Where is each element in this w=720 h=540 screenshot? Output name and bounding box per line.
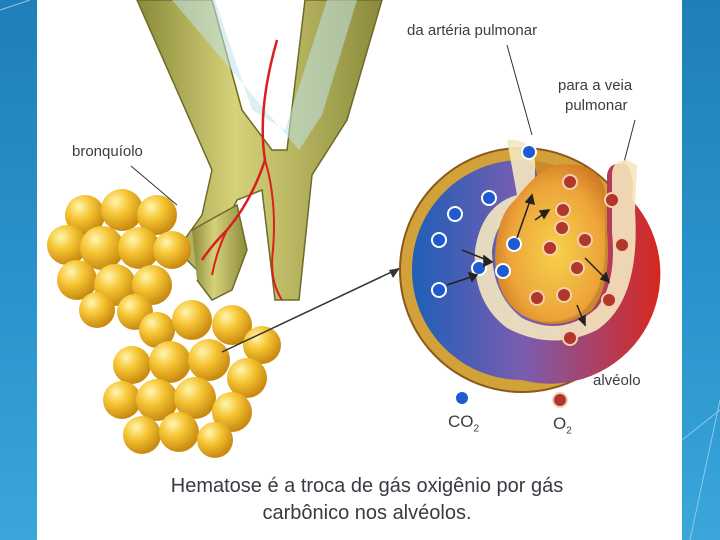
slide-panel: bronquíolo da artéria pulmonar para a ve… — [37, 0, 682, 540]
magnify-pointer-line — [222, 268, 400, 352]
caption-line1: Hematose é a troca de gás oxigênio por g… — [117, 473, 617, 499]
legend-co2-dot — [455, 391, 469, 405]
legend-o2-label: O2 — [553, 414, 572, 436]
label-from-pulmonary-artery: da artéria pulmonar — [407, 22, 537, 39]
label-to-vein-line1: para a veia — [558, 77, 632, 94]
caption-line2: carbônico nos alvéolos. — [117, 500, 617, 526]
legend-co2-label: CO2 — [448, 412, 479, 434]
label-to-vein-line2: pulmonar — [565, 97, 628, 114]
legend-o2-dot — [553, 393, 567, 407]
magnified-alveolus — [400, 140, 660, 392]
alveoli-cluster-top — [47, 189, 191, 330]
label-alveolus: alvéolo — [593, 372, 641, 389]
label-bronchiole: bronquíolo — [72, 143, 143, 160]
